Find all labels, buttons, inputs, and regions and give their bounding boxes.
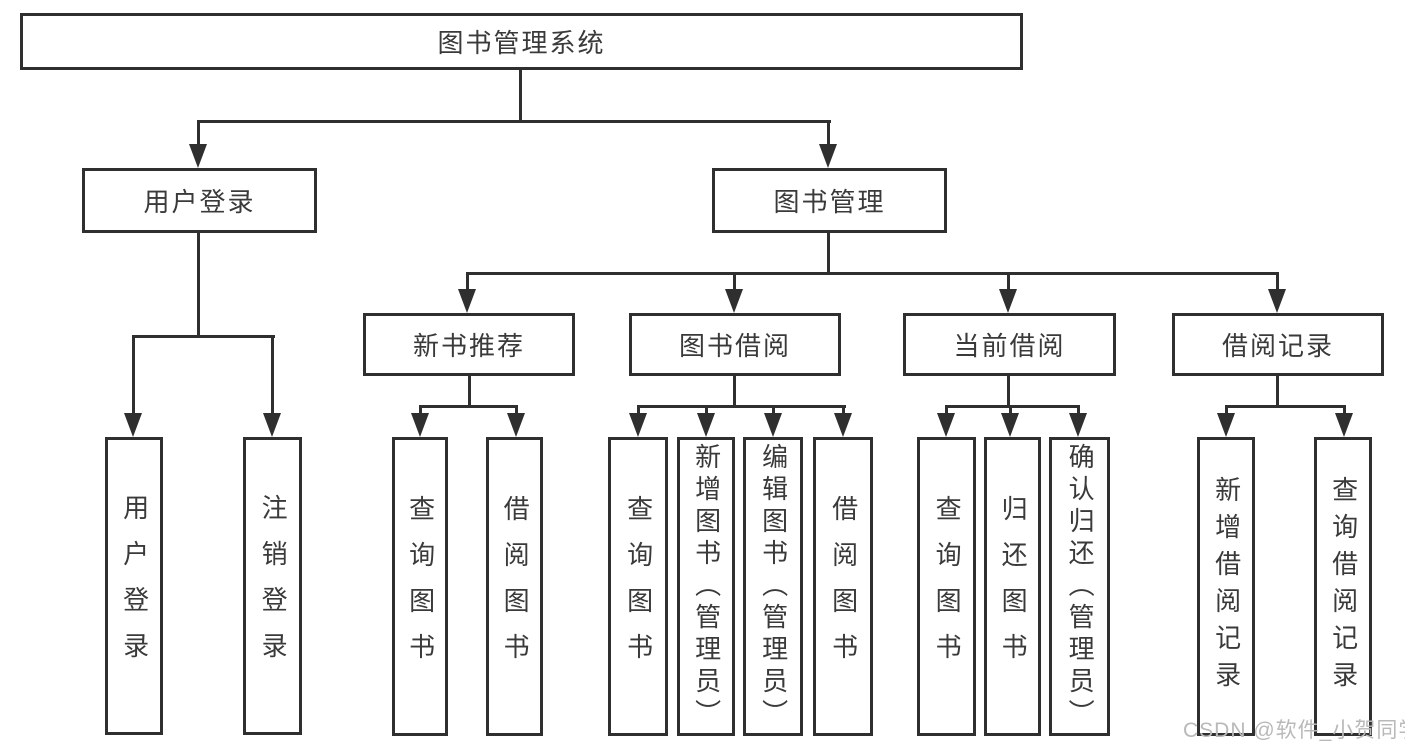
leaf-query-borrow-record: 查询借阅记录: [1314, 437, 1372, 736]
leaf-query-book-rec: 查询图书: [392, 437, 448, 736]
arrowhead-current-borrow: [999, 289, 1017, 313]
leaf-add-book-admin: 新增图书（管理员）: [677, 437, 735, 736]
connector-user-login-bar: [132, 335, 275, 338]
leaf-add-borrow-record: 新增借阅记录: [1197, 437, 1255, 736]
node-borrow-records: 借阅记录: [1172, 313, 1384, 376]
leaf-edit-book-admin: 编辑图书（管理员）: [743, 437, 803, 736]
connector-book-borrow-drop-1: [637, 407, 640, 415]
leaf-logout-label: 注销登录: [258, 494, 289, 678]
connector-user-login-drop-1: [132, 335, 135, 415]
node-book-mgmt-label: 图书管理: [773, 187, 886, 217]
node-root-label: 图书管理系统: [437, 28, 606, 58]
connector-current-borrow-drop-2: [1009, 407, 1012, 415]
connector-book-borrow-bar: [637, 405, 846, 408]
connector-book-mgmt-drop-1: [466, 274, 469, 290]
leaf-add-book-admin-label: 新增图书（管理员）: [691, 442, 722, 731]
leaf-user-login-label: 用户登录: [119, 494, 150, 678]
arrowhead-new-book-rec: [458, 289, 476, 313]
connector-new-book-rec-drop-2: [515, 407, 518, 415]
arrowhead-query-book-borrow: [629, 413, 647, 437]
connector-book-mgmt-drop-3: [1007, 274, 1010, 290]
leaf-user-login: 用户登录: [105, 437, 163, 735]
leaf-query-book-borrow: 查询图书: [608, 437, 668, 736]
node-user-login: 用户登录: [82, 168, 317, 233]
leaf-query-book-current: 查询图书: [917, 437, 976, 736]
connector-borrow-records-drop-2: [1343, 407, 1346, 415]
node-current-borrow: 当前借阅: [903, 313, 1116, 376]
arrowhead-book-borrow: [725, 289, 743, 313]
connector-current-borrow-bar: [945, 405, 1080, 408]
connector-book-borrow-drop-3: [772, 407, 775, 415]
leaf-edit-book-admin-label: 编辑图书（管理员）: [758, 442, 789, 731]
arrowhead-borrow-book-rec: [507, 413, 525, 437]
arrowhead-return-book: [1001, 413, 1019, 437]
leaf-return-book-label: 归还图书: [998, 494, 1029, 679]
connector-root-bar: [197, 120, 831, 123]
node-current-borrow-label: 当前借阅: [953, 331, 1066, 361]
connector-user-login-drop-2: [271, 335, 274, 415]
leaf-borrow-book-rec: 借阅图书: [486, 437, 543, 736]
arrowhead-add-book-admin: [697, 413, 715, 437]
leaf-borrow-book-borrow: 借阅图书: [813, 437, 873, 736]
connector-book-mgmt-drop-4: [1276, 274, 1279, 290]
leaf-logout: 注销登录: [243, 437, 302, 735]
node-user-login-label: 用户登录: [143, 187, 256, 217]
connector-borrow-records-stem: [1276, 376, 1279, 407]
connector-book-borrow-drop-4: [842, 407, 845, 415]
arrowhead-book-mgmt: [819, 144, 837, 168]
connector-borrow-records-drop-1: [1225, 407, 1228, 415]
arrowhead-query-book-rec: [411, 413, 429, 437]
connector-current-borrow-drop-1: [945, 407, 948, 415]
arrowhead-borrow-book-borrow: [834, 413, 852, 437]
leaf-confirm-return-admin: 确认归还（管理员）: [1049, 437, 1110, 736]
connector-borrow-records-bar: [1225, 405, 1346, 408]
leaf-query-book-borrow-label: 查询图书: [623, 494, 654, 679]
arrowhead-add-borrow-record: [1217, 413, 1235, 437]
arrowhead-user-login: [189, 144, 207, 168]
connector-root-right-drop: [827, 120, 830, 146]
connector-root-left-drop: [197, 120, 200, 146]
arrowhead-query-borrow-record: [1335, 413, 1353, 437]
node-root: 图书管理系统: [20, 13, 1023, 70]
watermark: CSDN @软件_小贺同学: [1183, 719, 1405, 742]
arrowhead-leaf-user-login: [124, 413, 142, 437]
leaf-query-book-current-label: 查询图书: [932, 494, 963, 679]
connector-book-borrow-stem: [733, 376, 736, 407]
connector-current-borrow-drop-3: [1077, 407, 1080, 415]
leaf-borrow-book-borrow-label: 借阅图书: [828, 494, 859, 679]
connector-root-stem: [519, 70, 522, 120]
connector-new-book-rec-drop-1: [419, 407, 422, 415]
connector-book-mgmt-stem: [827, 232, 830, 274]
leaf-query-borrow-record-label: 查询借阅记录: [1328, 475, 1359, 698]
leaf-query-book-rec-label: 查询图书: [405, 494, 436, 679]
node-new-book-rec: 新书推荐: [363, 313, 575, 376]
connector-book-borrow-drop-2: [705, 407, 708, 415]
node-borrow-records-label: 借阅记录: [1221, 331, 1334, 361]
connector-book-mgmt-bar: [466, 272, 1279, 275]
node-book-borrow-label: 图书借阅: [678, 331, 791, 361]
leaf-borrow-book-rec-label: 借阅图书: [500, 494, 531, 679]
arrowhead-confirm-return-admin: [1069, 413, 1087, 437]
leaf-add-borrow-record-label: 新增借阅记录: [1211, 475, 1242, 698]
connector-user-login-stem: [197, 233, 200, 337]
node-book-borrow: 图书借阅: [629, 313, 841, 376]
leaf-return-book: 归还图书: [984, 437, 1041, 736]
connector-current-borrow-stem: [1007, 376, 1010, 407]
leaf-confirm-return-admin-label: 确认归还（管理员）: [1065, 442, 1096, 731]
connector-new-book-rec-bar: [419, 405, 518, 408]
connector-book-mgmt-drop-2: [733, 274, 736, 290]
connector-new-book-rec-stem: [468, 376, 471, 407]
node-book-mgmt: 图书管理: [712, 168, 947, 233]
node-new-book-rec-label: 新书推荐: [412, 331, 525, 361]
arrowhead-leaf-logout: [263, 413, 281, 437]
arrowhead-query-book-current: [937, 413, 955, 437]
arrowhead-edit-book-admin: [764, 413, 782, 437]
arrowhead-borrow-records: [1268, 289, 1286, 313]
